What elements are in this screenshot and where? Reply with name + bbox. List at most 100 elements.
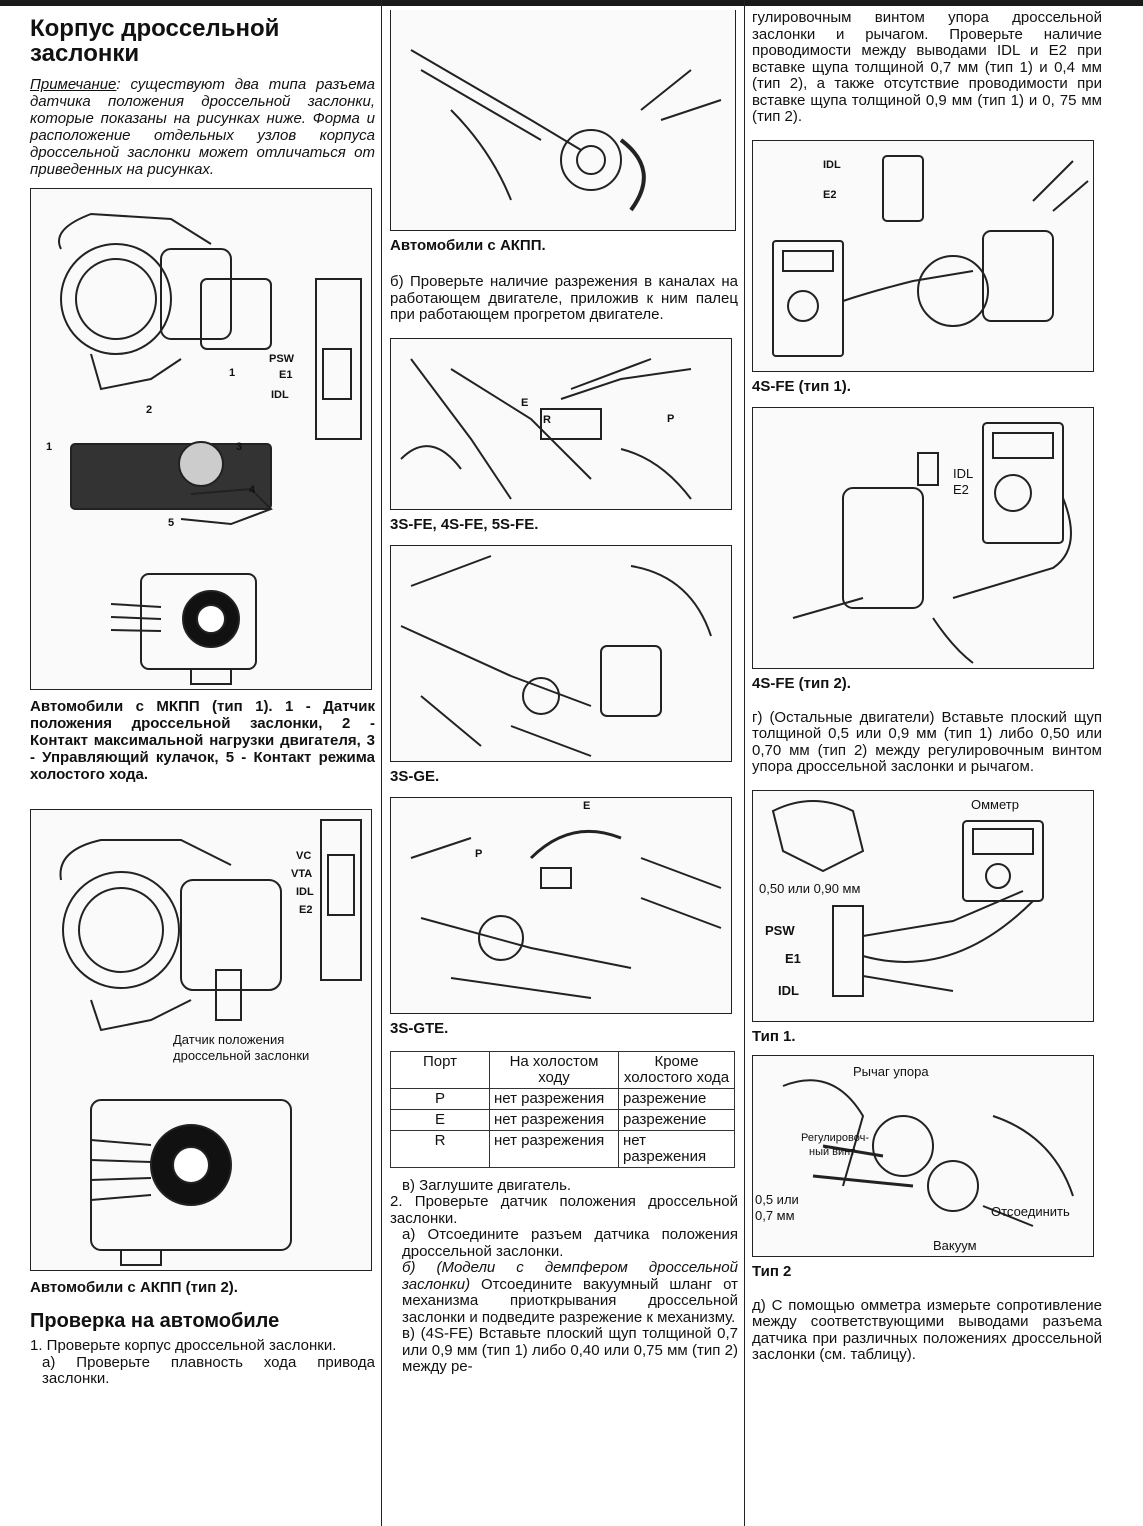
- figure-caption: Тип 2: [752, 1262, 792, 1280]
- figure-akpp-type2: VC VTA IDL E2 Датчик положения дроссельн…: [30, 809, 372, 1271]
- pin-label-vta: VTA: [291, 868, 313, 880]
- engine-illustration: [400, 554, 712, 757]
- pin-label-psw: PSW: [765, 922, 795, 938]
- callout-number: 1: [46, 441, 53, 453]
- figure-caption: Автомобили с МКПП (тип 1). 1 - Датчик по…: [30, 698, 375, 783]
- table-row: R нет разрежения нет разрежения: [390, 1129, 735, 1168]
- figure-3sge: [390, 544, 732, 762]
- lever-label: Рычаг упора: [853, 1063, 929, 1079]
- callout-number: 3: [236, 441, 243, 453]
- engine-illustration: [410, 829, 722, 999]
- figure-akpp-linkage: [390, 10, 736, 231]
- body-paragraph: г) (Остальные двигатели) Вставьте плоски…: [752, 708, 1102, 775]
- screw-label: Регулировоч-: [801, 1131, 870, 1144]
- port-label-e: E: [521, 396, 529, 409]
- table-header: На холостом ходу: [489, 1050, 619, 1089]
- pin-label-e1: E1: [785, 950, 801, 966]
- figure-4sfe-type2: IDL E2: [752, 406, 1094, 669]
- figure-caption: 4S-FE (тип 1).: [752, 377, 851, 395]
- figure-caption: 3S-GE.: [390, 767, 440, 785]
- figure-caption: 3S-FE, 4S-FE, 5S-FE.: [390, 515, 539, 533]
- figure-3sgte: E P: [390, 796, 732, 1014]
- figure-caption: Автомобили с АКПП.: [390, 237, 546, 254]
- multimeter-illustration: [772, 154, 1089, 357]
- table-header: Кроме холостого хода: [618, 1050, 735, 1089]
- figure-caption: Автомобили с АКПП (тип 2).: [30, 1279, 238, 1296]
- pin-label-psw: PSW: [269, 353, 295, 365]
- throttle-body-illustration: [59, 819, 362, 1266]
- callout-number: 4: [249, 484, 256, 496]
- port-label-e: E: [583, 799, 591, 812]
- table-cell: разрежение: [618, 1087, 735, 1110]
- title-line: Корпус дроссельной: [30, 15, 280, 42]
- table-cell: разрежение: [618, 1108, 735, 1131]
- pin-label-idl: IDL: [778, 982, 799, 998]
- note-text: : существуют два типа разъема датчика по…: [30, 76, 375, 178]
- body-paragraph: д) С помощью омметра измерьте сопротивле…: [752, 1296, 1102, 1363]
- body-paragraph: а) Проверьте плавность хода привода засл…: [42, 1353, 375, 1387]
- table-cell: нет разрежения: [618, 1129, 735, 1168]
- figure-caption: 3S-GTE.: [390, 1019, 449, 1037]
- table-row: P нет разрежения разрежение: [390, 1087, 735, 1110]
- gap-label: 0,7 мм: [755, 1207, 795, 1223]
- linkage-illustration: [410, 49, 722, 212]
- figure-caption: 4S-FE (тип 2).: [752, 674, 851, 692]
- table-header: Порт: [390, 1050, 490, 1089]
- column-divider: [381, 0, 382, 1526]
- figure-lever-type2: Рычаг упора Регулировоч- ный винт 0,5 ил…: [752, 1054, 1094, 1257]
- gap-label: 0,5 или: [755, 1191, 799, 1207]
- body-paragraph: в) Заглушите двигатель.: [402, 1176, 572, 1194]
- pin-label-vc: VC: [296, 850, 312, 862]
- vacuum-ports-illustration: [400, 357, 692, 500]
- table-cell: нет разрежения: [489, 1087, 619, 1110]
- body-paragraph: 2. Проверьте датчик положения дроссельно…: [390, 1193, 738, 1227]
- body-paragraph: гулировочным винтом упора дроссельной за…: [752, 9, 1102, 125]
- note-label: Примечание: [30, 76, 117, 93]
- pin-label-idl: IDL: [271, 389, 289, 401]
- callout-number: 1: [229, 367, 236, 379]
- figure-ohmmeter-type1: Омметр 0,50 или 0,90 мм PSW E1 IDL: [752, 789, 1094, 1022]
- lever-illustration: [782, 1078, 1074, 1227]
- table-cell: нет разрежения: [489, 1129, 619, 1168]
- port-label-p: P: [475, 847, 483, 860]
- sensor-label: дроссельной заслонки: [173, 1048, 310, 1063]
- page-title: Корпус дроссельной заслонки: [30, 16, 375, 66]
- table-cell: P: [390, 1087, 490, 1110]
- pin-label-idl: IDL: [823, 158, 841, 171]
- multimeter-illustration: [792, 421, 1072, 664]
- screw-label: ный винт: [809, 1145, 856, 1158]
- body-paragraph: б) Проверьте наличие разрежения в канала…: [390, 273, 738, 323]
- figure-caption: Тип 1.: [752, 1027, 796, 1045]
- section-heading: Проверка на автомобиле: [30, 1310, 280, 1332]
- body-paragraph: 1. Проверьте корпус дроссельной заслонки…: [30, 1337, 337, 1354]
- note-paragraph: Примечание: существуют два типа разъема …: [30, 76, 375, 178]
- port-label-p: P: [667, 412, 675, 425]
- table-cell: E: [390, 1108, 490, 1131]
- figure-mkpp-type1: PSW E1 IDL 1 2 3 4 5 1: [30, 188, 372, 690]
- figure-4sfe-type1: IDL E2: [752, 139, 1094, 372]
- body-paragraph: а) Отсоедините разъем датчика положения …: [402, 1226, 738, 1260]
- column-left: Корпус дроссельной заслонки Примечание: …: [30, 14, 375, 1388]
- body-paragraph: б) (Модели с демпфером дроссельной засло…: [390, 1259, 738, 1326]
- column-right: гулировочным винтом упора дроссельной за…: [752, 9, 1102, 1364]
- pin-label-e2: E2: [823, 188, 837, 201]
- column-middle: Автомобили с АКПП. б) Проверьте наличие …: [390, 10, 738, 1376]
- table-cell: нет разрежения: [489, 1108, 619, 1131]
- text: Отсоедините вакуумный шланг от механизма…: [402, 1275, 738, 1326]
- ohmmeter-label: Омметр: [971, 796, 1019, 812]
- pin-label-e1: E1: [279, 369, 293, 381]
- sensor-label: Датчик положения: [173, 1032, 285, 1047]
- pin-label-idl: IDL: [296, 886, 314, 898]
- column-divider: [744, 0, 745, 1526]
- disconnect-label: Отсоединить: [991, 1203, 1070, 1219]
- italic-text: б) (Модели с демпфером дроссельной засло…: [402, 1259, 738, 1293]
- figure-3sfe: E R P: [390, 337, 732, 510]
- body-paragraph: в) (4S-FE) Вставьте плоский щуп толщиной…: [402, 1325, 738, 1375]
- pin-label-e2: E2: [953, 481, 969, 497]
- table-row: E нет разрежения разрежение: [390, 1108, 735, 1131]
- ohmmeter-illustration: [771, 799, 1044, 997]
- pin-label-idl: IDL: [953, 465, 974, 481]
- pin-label-e2: E2: [299, 904, 313, 916]
- table-header-row: Порт На холостом ходу Кроме холостого хо…: [390, 1050, 735, 1089]
- vacuum-label: Вакуум: [933, 1237, 977, 1253]
